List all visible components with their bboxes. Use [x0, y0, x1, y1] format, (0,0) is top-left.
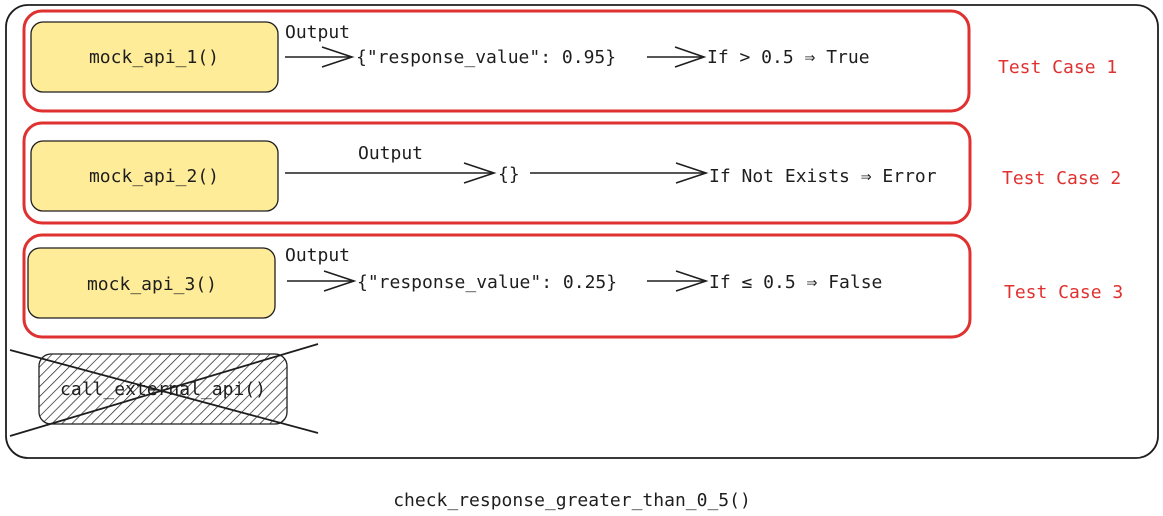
test-case-3: mock_api_3() Output {"response_value": 0…: [22, 233, 1123, 339]
mock-api-1-label: mock_api_1(): [89, 47, 219, 68]
condition-2: If Not Exists ⇒ Error: [709, 166, 937, 187]
test-case-1-frame: [22, 9, 971, 113]
arrow-1b: [647, 46, 707, 68]
test-case-2: mock_api_2() Output {} If Not Exists ⇒ E…: [22, 121, 1121, 225]
arrow-2a: [285, 162, 497, 184]
test-case-2-label: Test Case 2: [1002, 168, 1121, 189]
mock-api-3-box[interactable]: [27, 247, 276, 319]
arrow-2b: [530, 162, 709, 184]
test-case-3-frame: [22, 233, 972, 339]
response-1: {"response_value": 0.95}: [356, 47, 616, 68]
test-case-3-label: Test Case 3: [1004, 282, 1123, 303]
mock-api-2-label: mock_api_2(): [89, 166, 219, 187]
condition-3: If ≤ 0.5 ⇒ False: [709, 272, 882, 293]
condition-1: If > 0.5 ⇒ True: [707, 47, 870, 68]
outer-container: [5, 4, 1159, 459]
mock-api-2-box[interactable]: [30, 140, 279, 212]
arrow-3a: [287, 270, 357, 292]
test-case-1: mock_api_1() Output {"response_value": 0…: [22, 9, 1117, 113]
arrow-3b: [647, 270, 709, 292]
response-2: {}: [498, 164, 520, 185]
diagram-caption: check_response_greater_than_0_5(): [393, 490, 751, 511]
response-3: {"response_value": 0.25}: [357, 272, 617, 293]
output-label-3: Output: [285, 245, 350, 266]
mock-api-1-box[interactable]: [30, 21, 279, 93]
arrow-1a: [285, 46, 355, 68]
output-label-1: Output: [285, 22, 350, 43]
cross-out-icon: [9, 343, 319, 437]
output-label-2: Output: [358, 143, 423, 164]
external-api: call_external_api(): [9, 343, 319, 437]
test-case-2-frame: [22, 121, 972, 225]
mock-api-3-label: mock_api_3(): [87, 274, 217, 295]
test-case-1-label: Test Case 1: [998, 57, 1117, 78]
